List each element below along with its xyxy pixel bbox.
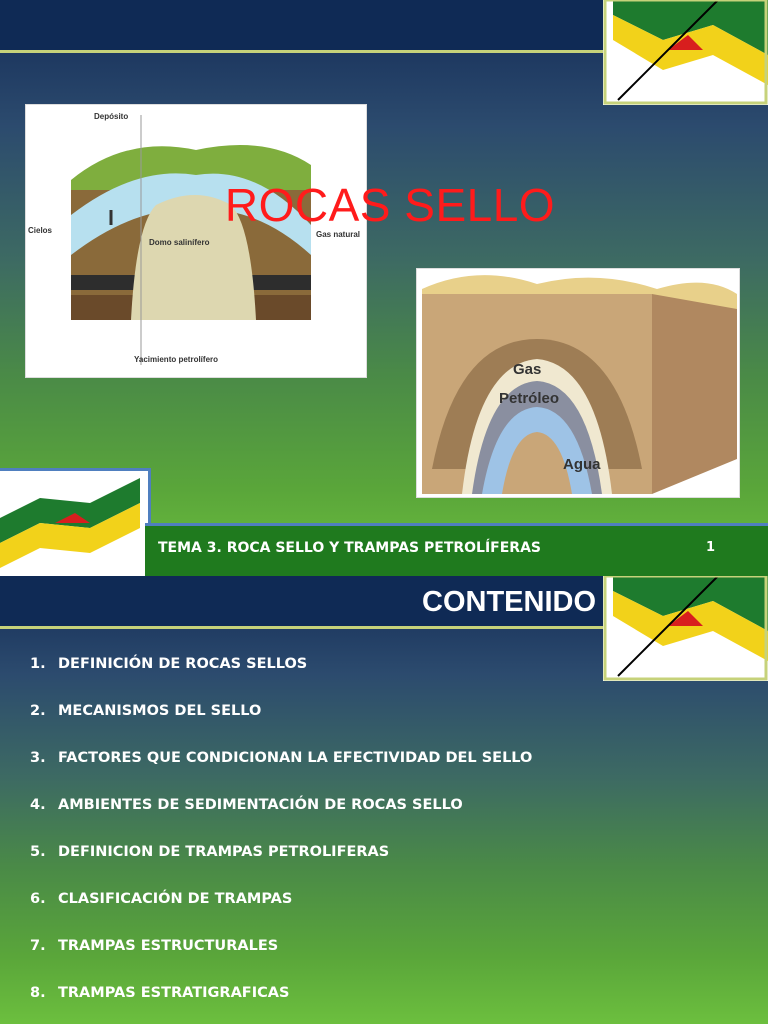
page-number: 1	[706, 540, 716, 555]
list-item: 4.AMBIENTES DE SEDIMENTACIÓN DE ROCAS SE…	[30, 797, 463, 813]
label-yacimiento: Yacimiento petrolífero	[134, 355, 218, 364]
list-item: 8.TRAMPAS ESTRATIGRAFICAS	[30, 985, 290, 1001]
corner-logo-icon	[603, 576, 768, 681]
label-gas: Gas	[513, 361, 541, 378]
label-petroleo: Petróleo	[499, 390, 559, 407]
label-agua: Agua	[563, 456, 601, 473]
slide-1: Depósito Cielos Domo salinífero Gas natu…	[0, 0, 768, 576]
top-bar-2	[0, 576, 606, 629]
list-item: 6.CLASIFICACIÓN DE TRAMPAS	[30, 891, 293, 907]
label-domo: Domo salinífero	[149, 238, 210, 247]
list-item: 1.DEFINICIÓN DE ROCAS SELLOS	[30, 656, 308, 672]
slide-2: CONTENIDO 1.DEFINICIÓN DE ROCAS SELLOS 2…	[0, 576, 768, 1024]
list-item: 5.DEFINICION DE TRAMPAS PETROLIFERAS	[30, 844, 390, 860]
content-title: CONTENIDO	[422, 586, 596, 618]
label-gas-natural: Gas natural	[316, 230, 360, 239]
salt-dome-diagram: Depósito Cielos Domo salinífero Gas natu…	[25, 104, 367, 378]
footer-band	[145, 523, 768, 576]
top-bar	[0, 0, 606, 53]
slide-title: ROCAS SELLO	[224, 179, 556, 231]
anticline-trap-diagram: Gas Petróleo Agua	[416, 268, 740, 498]
footer-logo-frame	[0, 468, 151, 576]
footer-title: TEMA 3. ROCA SELLO Y TRAMPAS PETROLÍFERA…	[158, 540, 542, 556]
content-list: 1.DEFINICIÓN DE ROCAS SELLOS 2.MECANISMO…	[30, 656, 532, 1024]
corner-logo-icon	[603, 0, 768, 105]
label-deposito: Depósito	[94, 112, 128, 121]
list-item: 2.MECANISMOS DEL SELLO	[30, 703, 262, 719]
list-item: 7.TRAMPAS ESTRUCTURALES	[30, 938, 279, 954]
label-cielos: Cielos	[28, 226, 53, 235]
footer-logo-icon	[0, 468, 148, 576]
list-item: 3.FACTORES QUE CONDICIONAN LA EFECTIVIDA…	[30, 750, 533, 766]
